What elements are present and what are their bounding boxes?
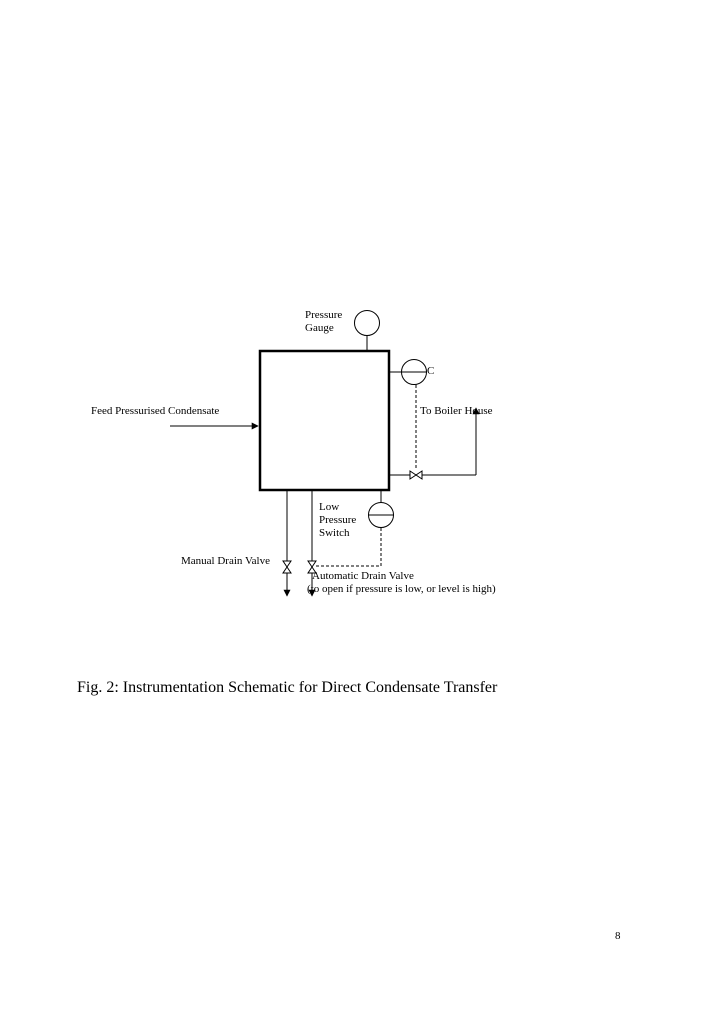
automatic-drain-valve-label: Automatic Drain Valve [312, 570, 414, 582]
automatic-drain-valve-icon [307, 560, 317, 568]
pressure-vessel [258, 349, 391, 492]
page-number: 8 [615, 930, 621, 942]
automatic-drain-valve-icon-lower [307, 566, 317, 574]
pressure-gauge-icon [354, 310, 380, 336]
low-pressure-switch-label: Low Pressure Switch [319, 501, 359, 539]
manual-drain-valve-icon-lower [282, 566, 292, 574]
pressure-switch-signal-line [316, 528, 382, 567]
figure-caption: Fig. 2: Instrumentation Schematic for Di… [77, 679, 498, 696]
automatic-drain-note: (to open if pressure is low, or level is… [307, 583, 496, 595]
manual-drain-valve-label: Manual Drain Valve [181, 555, 270, 567]
feed-label: Feed Pressurised Condensate [91, 405, 219, 417]
outlet-control-valve-icon [409, 470, 417, 480]
outlet-control-valve-icon-right [415, 470, 423, 480]
to-boiler-house-label: To Boiler House [420, 405, 493, 417]
controller-tag-label: C [427, 365, 434, 377]
manual-drain-valve-icon [282, 560, 292, 568]
pressure-gauge-label: Pressure Gauge [305, 309, 345, 334]
